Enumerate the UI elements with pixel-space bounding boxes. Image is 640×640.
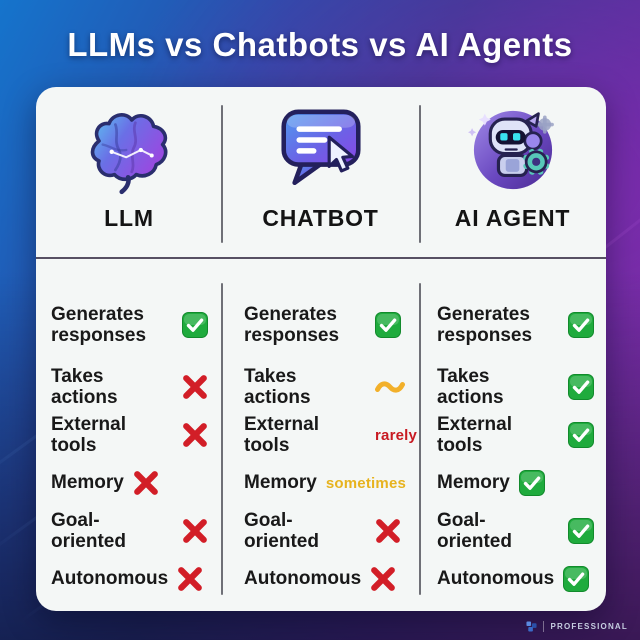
feature-row: Autonomous	[51, 555, 222, 603]
feature-label: Memory	[51, 472, 124, 494]
column-header-chatbot: CHATBOT	[222, 87, 419, 257]
feature-label: Generates responses	[51, 303, 147, 346]
check-icon	[568, 422, 594, 448]
feature-label: Takes actions	[51, 365, 118, 408]
feature-label: Generates responses	[244, 303, 340, 346]
feature-row: Takes actions	[244, 363, 419, 411]
feature-label: Takes actions	[437, 365, 504, 408]
feature-row: Memory	[437, 459, 606, 507]
cross-icon	[182, 374, 208, 400]
qualifier-text: rarely	[375, 426, 418, 444]
cross-icon	[375, 518, 401, 544]
feature-label: External tools	[437, 413, 512, 456]
header-column-divider	[221, 105, 223, 243]
chat-bubble-cursor-icon	[271, 99, 371, 201]
feature-label: Goal-oriented	[244, 509, 319, 552]
feature-label: Goal-oriented	[437, 509, 512, 552]
feature-row: Goal-oriented	[51, 507, 222, 555]
feature-label: Autonomous	[51, 568, 169, 590]
brand-name: PROFESSIONAL	[550, 622, 628, 631]
feature-row: Goal-oriented	[244, 507, 419, 555]
feature-column-ai-agent: Generates responses Takes actions Extern…	[419, 259, 606, 611]
feature-label: Autonomous	[437, 568, 555, 590]
feature-row: External tools rarely	[244, 411, 419, 459]
check-icon	[375, 312, 401, 338]
check-icon	[563, 566, 590, 592]
feature-row: Generates responses	[437, 287, 606, 363]
qualifier-text: sometimes	[325, 474, 407, 492]
cross-icon	[182, 518, 208, 544]
feature-row: Generates responses	[244, 287, 419, 363]
robot-icon	[463, 99, 563, 201]
feature-label: Generates responses	[437, 303, 533, 346]
cross-icon	[133, 470, 159, 496]
feature-row: Takes actions	[437, 363, 606, 411]
cross-icon	[370, 566, 396, 592]
check-icon	[518, 470, 545, 496]
page-title: LLMs vs Chatbots vs AI Agents	[67, 26, 573, 63]
feature-column-chatbot: Generates responses Takes actions Extern…	[222, 259, 419, 611]
check-icon	[568, 312, 594, 338]
brain-icon	[79, 99, 179, 201]
feature-row: External tools	[437, 411, 606, 459]
check-icon	[568, 374, 594, 400]
header-row: LLM CHATBOT	[36, 87, 606, 257]
feature-row: Goal-oriented	[437, 507, 606, 555]
column-title-chatbot: CHATBOT	[262, 205, 379, 231]
feature-row: Memory	[51, 459, 222, 507]
feature-row: Autonomous	[437, 555, 606, 603]
column-title-llm: LLM	[104, 205, 154, 231]
body-column-divider	[221, 283, 223, 595]
check-icon	[182, 312, 208, 338]
column-header-llm: LLM	[36, 87, 222, 257]
header-body-divider	[36, 257, 606, 259]
cross-icon	[182, 422, 208, 448]
feature-label: Autonomous	[244, 568, 362, 590]
feature-row: Memory sometimes	[244, 459, 419, 507]
feature-column-llm: Generates responses Takes actions Extern…	[36, 259, 222, 611]
feature-label: Memory	[244, 472, 317, 494]
feature-label: External tools	[51, 413, 126, 456]
feature-table: Generates responses Takes actions Extern…	[36, 259, 606, 611]
brand-logo-icon	[526, 621, 538, 632]
feature-row: Autonomous	[244, 555, 419, 603]
brand-watermark: PROFESSIONAL	[526, 621, 628, 632]
check-icon	[568, 518, 594, 544]
footer-divider	[543, 621, 545, 632]
feature-label: Takes actions	[244, 365, 311, 408]
cross-icon	[177, 566, 203, 592]
feature-label: External tools	[244, 413, 319, 456]
feature-row: Takes actions	[51, 363, 222, 411]
feature-row: External tools	[51, 411, 222, 459]
feature-label: Memory	[437, 472, 510, 494]
wave-icon	[375, 378, 405, 396]
header-column-divider	[419, 105, 421, 243]
body-column-divider	[419, 283, 421, 595]
feature-label: Goal-oriented	[51, 509, 126, 552]
column-title-ai-agent: AI AGENT	[454, 205, 571, 231]
feature-row: Generates responses	[51, 287, 222, 363]
column-header-ai-agent: AI AGENT	[419, 87, 606, 257]
comparison-card: LLM CHATBOT	[36, 87, 606, 611]
